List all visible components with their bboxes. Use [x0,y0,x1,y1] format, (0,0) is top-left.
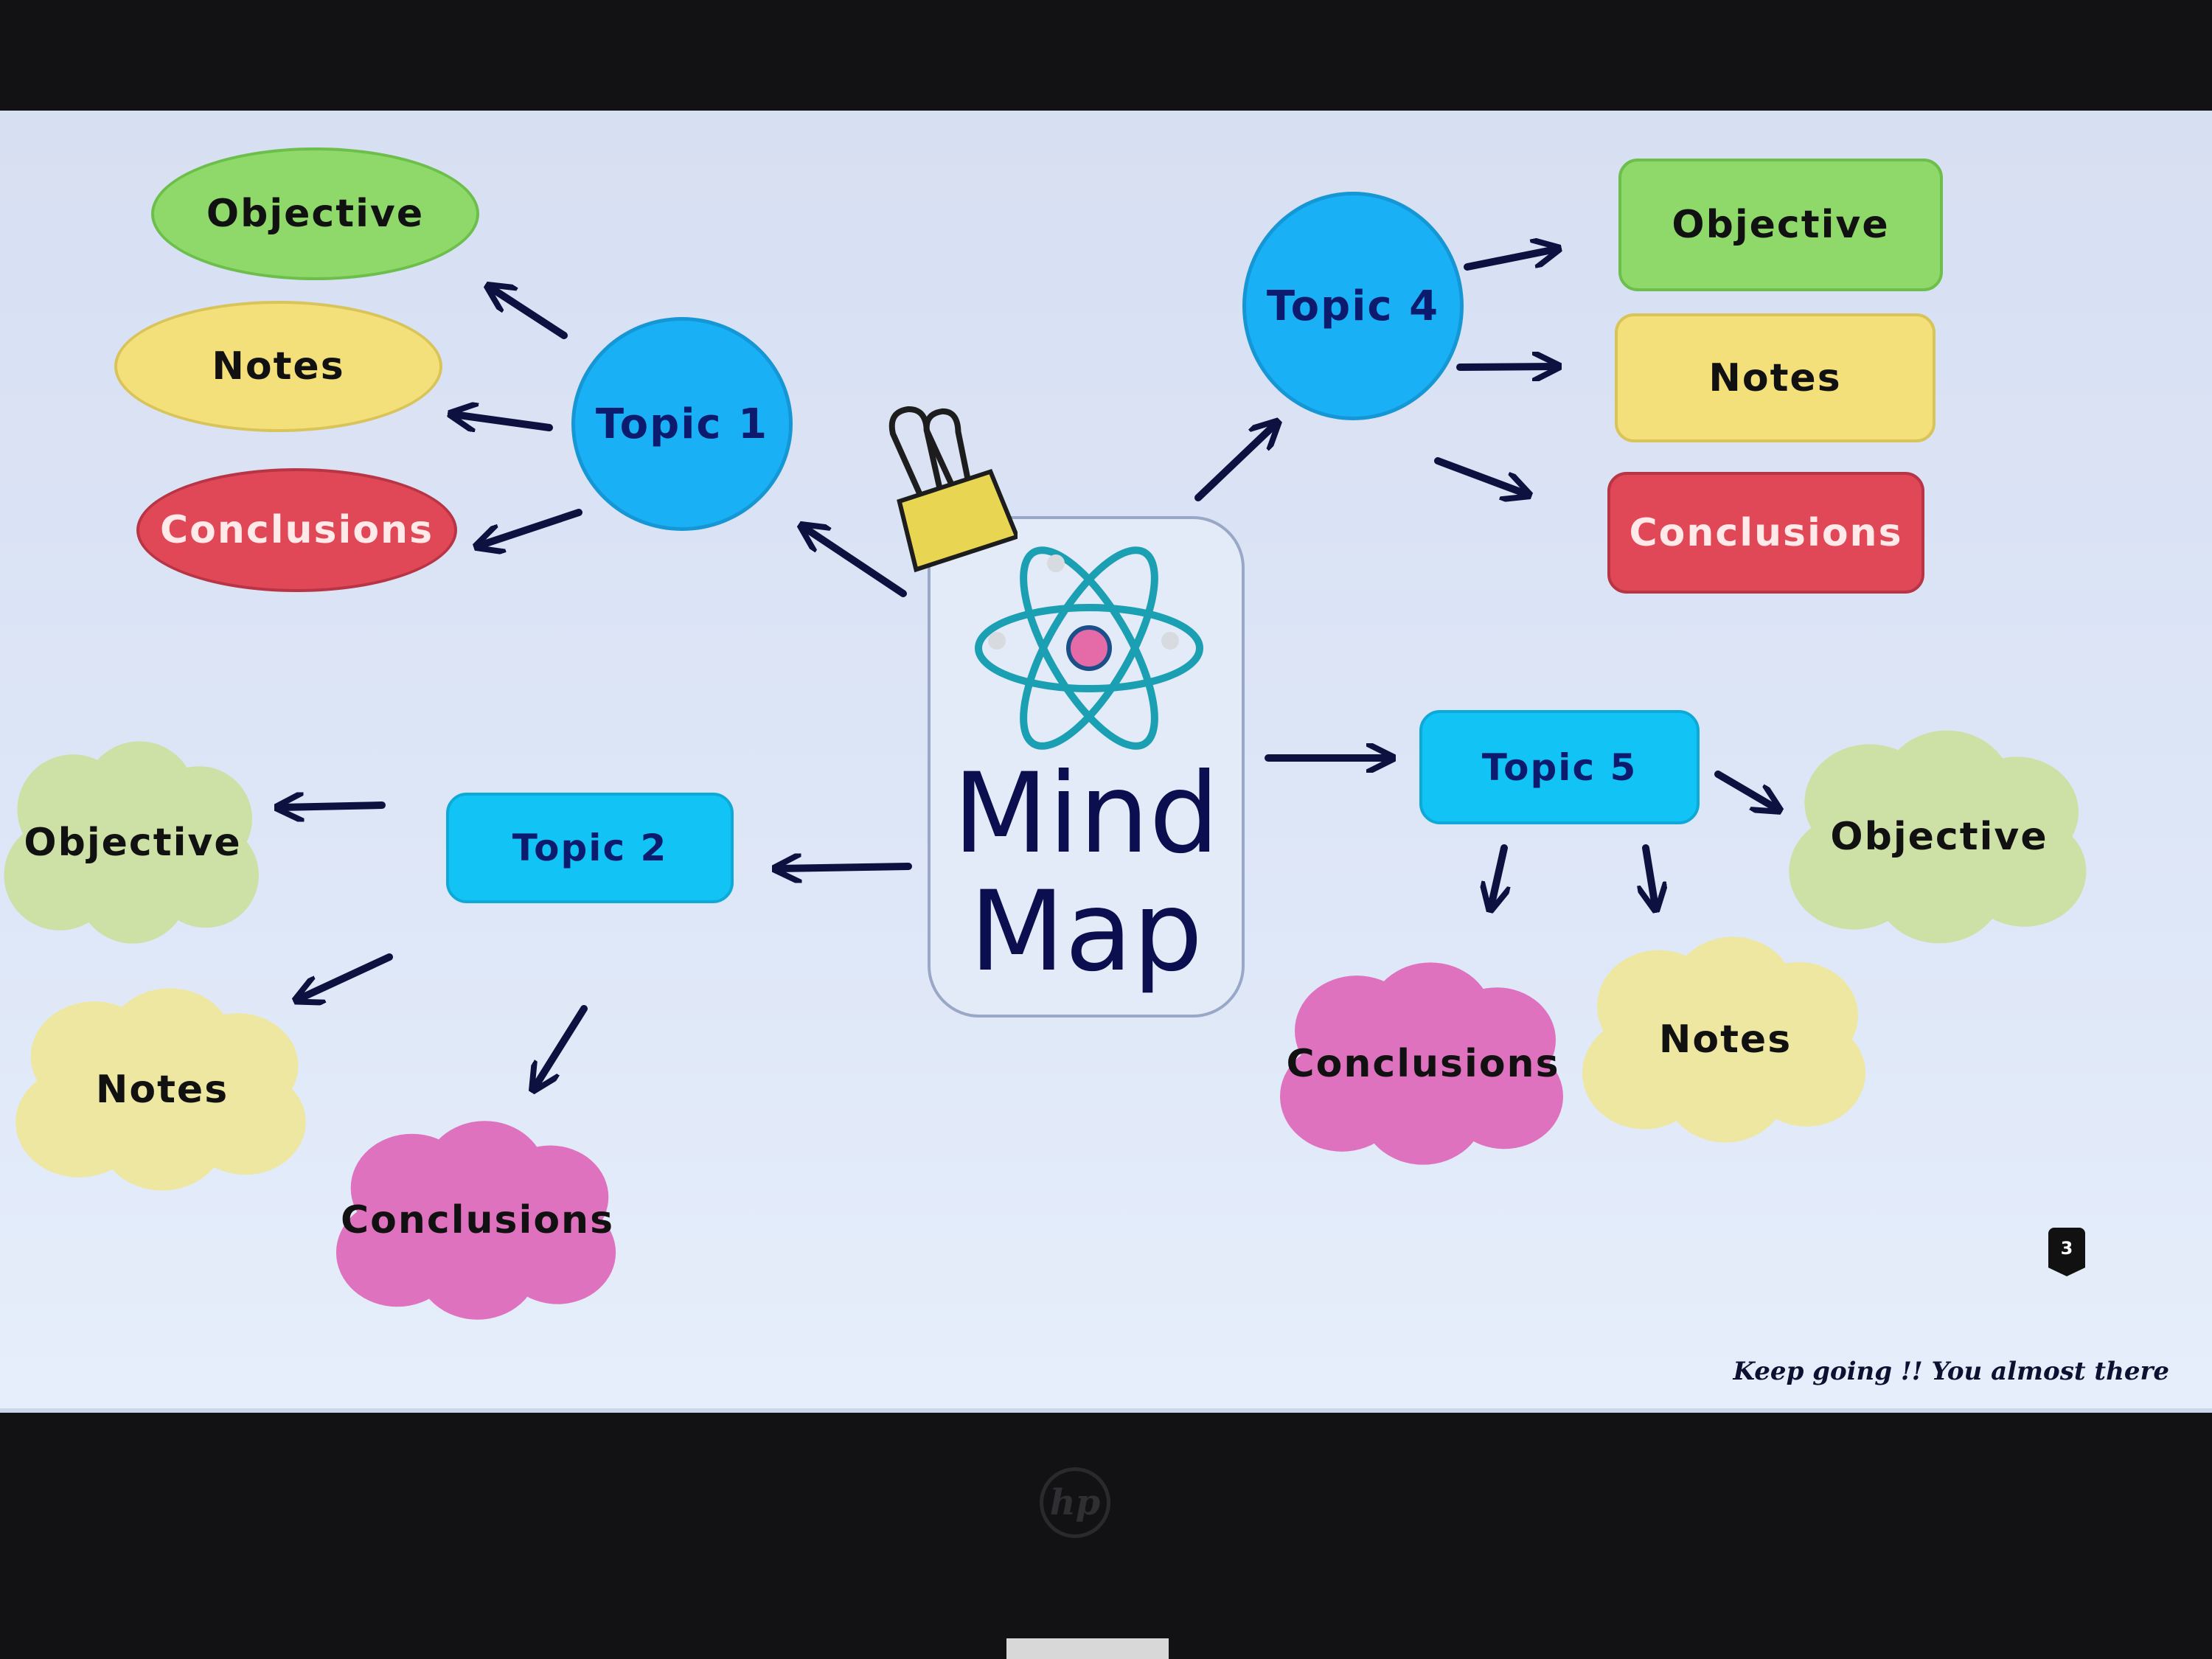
topic-1-node[interactable]: Topic 1 [571,317,793,531]
cloud-shape [1280,962,1563,1165]
arrow-topic1-to-conclusions [479,509,582,546]
cloud-shape [4,741,259,944]
arrow-topic4-to-objective [1464,249,1556,271]
arrow-center-to-topic-2 [778,866,912,869]
objective-label: Objective [1672,203,1890,247]
topic-4-objective[interactable]: Objective [1618,159,1943,291]
monitor-sticker [1006,1638,1169,1659]
atom-icon [975,546,1203,750]
topic-1-notes[interactable]: Notes [114,301,442,432]
central-topic-card[interactable]: Mind Map [928,516,1245,1018]
topic-1-objective[interactable]: Objective [151,147,479,280]
notes-label: Notes [1708,355,1842,400]
topic-4-label: Topic 4 [1266,282,1440,330]
topic-5-node[interactable]: Topic 5 [1419,710,1700,824]
arrow-topic5-to-notes [1646,844,1655,907]
arrow-topic5-to-objective [1714,771,1777,809]
notes-label: Notes [212,344,345,389]
conclusions-label: Conclusions [159,508,434,552]
topic-2-label: Topic 2 [512,827,668,869]
arrow-topic4-to-notes [1456,366,1556,367]
objective-label: Objective [206,192,425,236]
arrow-center-to-topic-1 [804,527,907,597]
arrow-topic2-to-objective [280,805,386,807]
topic-5-conclusions[interactable]: Conclusions [1276,959,1571,1169]
arrow-topic4-to-conclusions [1434,457,1526,494]
binder-clip-icon [888,406,1018,573]
footer-motivation-text: Keep going !! You almost there [1733,1357,2170,1386]
hp-logo-icon: hp [1040,1467,1110,1538]
arrow-topic2-to-notes [299,953,393,999]
topic-4-conclusions[interactable]: Conclusions [1607,472,1924,594]
topic-4-node[interactable]: Topic 4 [1242,192,1464,420]
arrow-center-to-topic-4 [1194,424,1276,501]
topic-2-conclusions[interactable]: Conclusions [332,1117,623,1324]
arrow-topic1-to-objective [490,288,568,339]
conclusions-label: Conclusions [1286,1041,1560,1086]
notes-label: Notes [1658,1018,1792,1062]
topic-2-objective[interactable]: Objective [0,737,265,947]
cloud-shape [1582,936,1865,1143]
page-number-badge: 3 [2048,1228,2085,1276]
arrow-topic1-to-notes [453,414,553,428]
arrow-topic5-to-conclusions [1491,844,1504,907]
conclusions-label: Conclusions [340,1198,615,1242]
topic-1-label: Topic 1 [595,400,769,448]
page-number: 3 [2060,1238,2073,1259]
central-topic-line-1: Mind [953,750,1220,878]
cloud-shape [335,1121,616,1320]
topic-2-notes[interactable]: Notes [11,984,313,1194]
topic-2-node[interactable]: Topic 2 [446,793,734,903]
central-topic-line-2: Map [969,868,1203,996]
cloud-shape [15,988,306,1191]
topic-5-objective[interactable]: Objective [1784,726,2094,947]
topic-4-notes[interactable]: Notes [1615,313,1935,442]
notes-label: Notes [95,1067,229,1112]
topic-5-notes[interactable]: Notes [1578,933,1873,1147]
monitor-brand: hp [1049,1482,1101,1523]
arrow-topic2-to-conclusions [535,1005,588,1088]
objective-label: Objective [1830,815,2048,859]
topic-5-label: Topic 5 [1481,745,1638,789]
central-topic-title: Mind Map [931,755,1242,991]
cloud-shape [1789,730,2087,944]
conclusions-label: Conclusions [1629,510,1903,555]
objective-label: Objective [24,820,242,865]
topic-1-conclusions[interactable]: Conclusions [136,468,457,592]
